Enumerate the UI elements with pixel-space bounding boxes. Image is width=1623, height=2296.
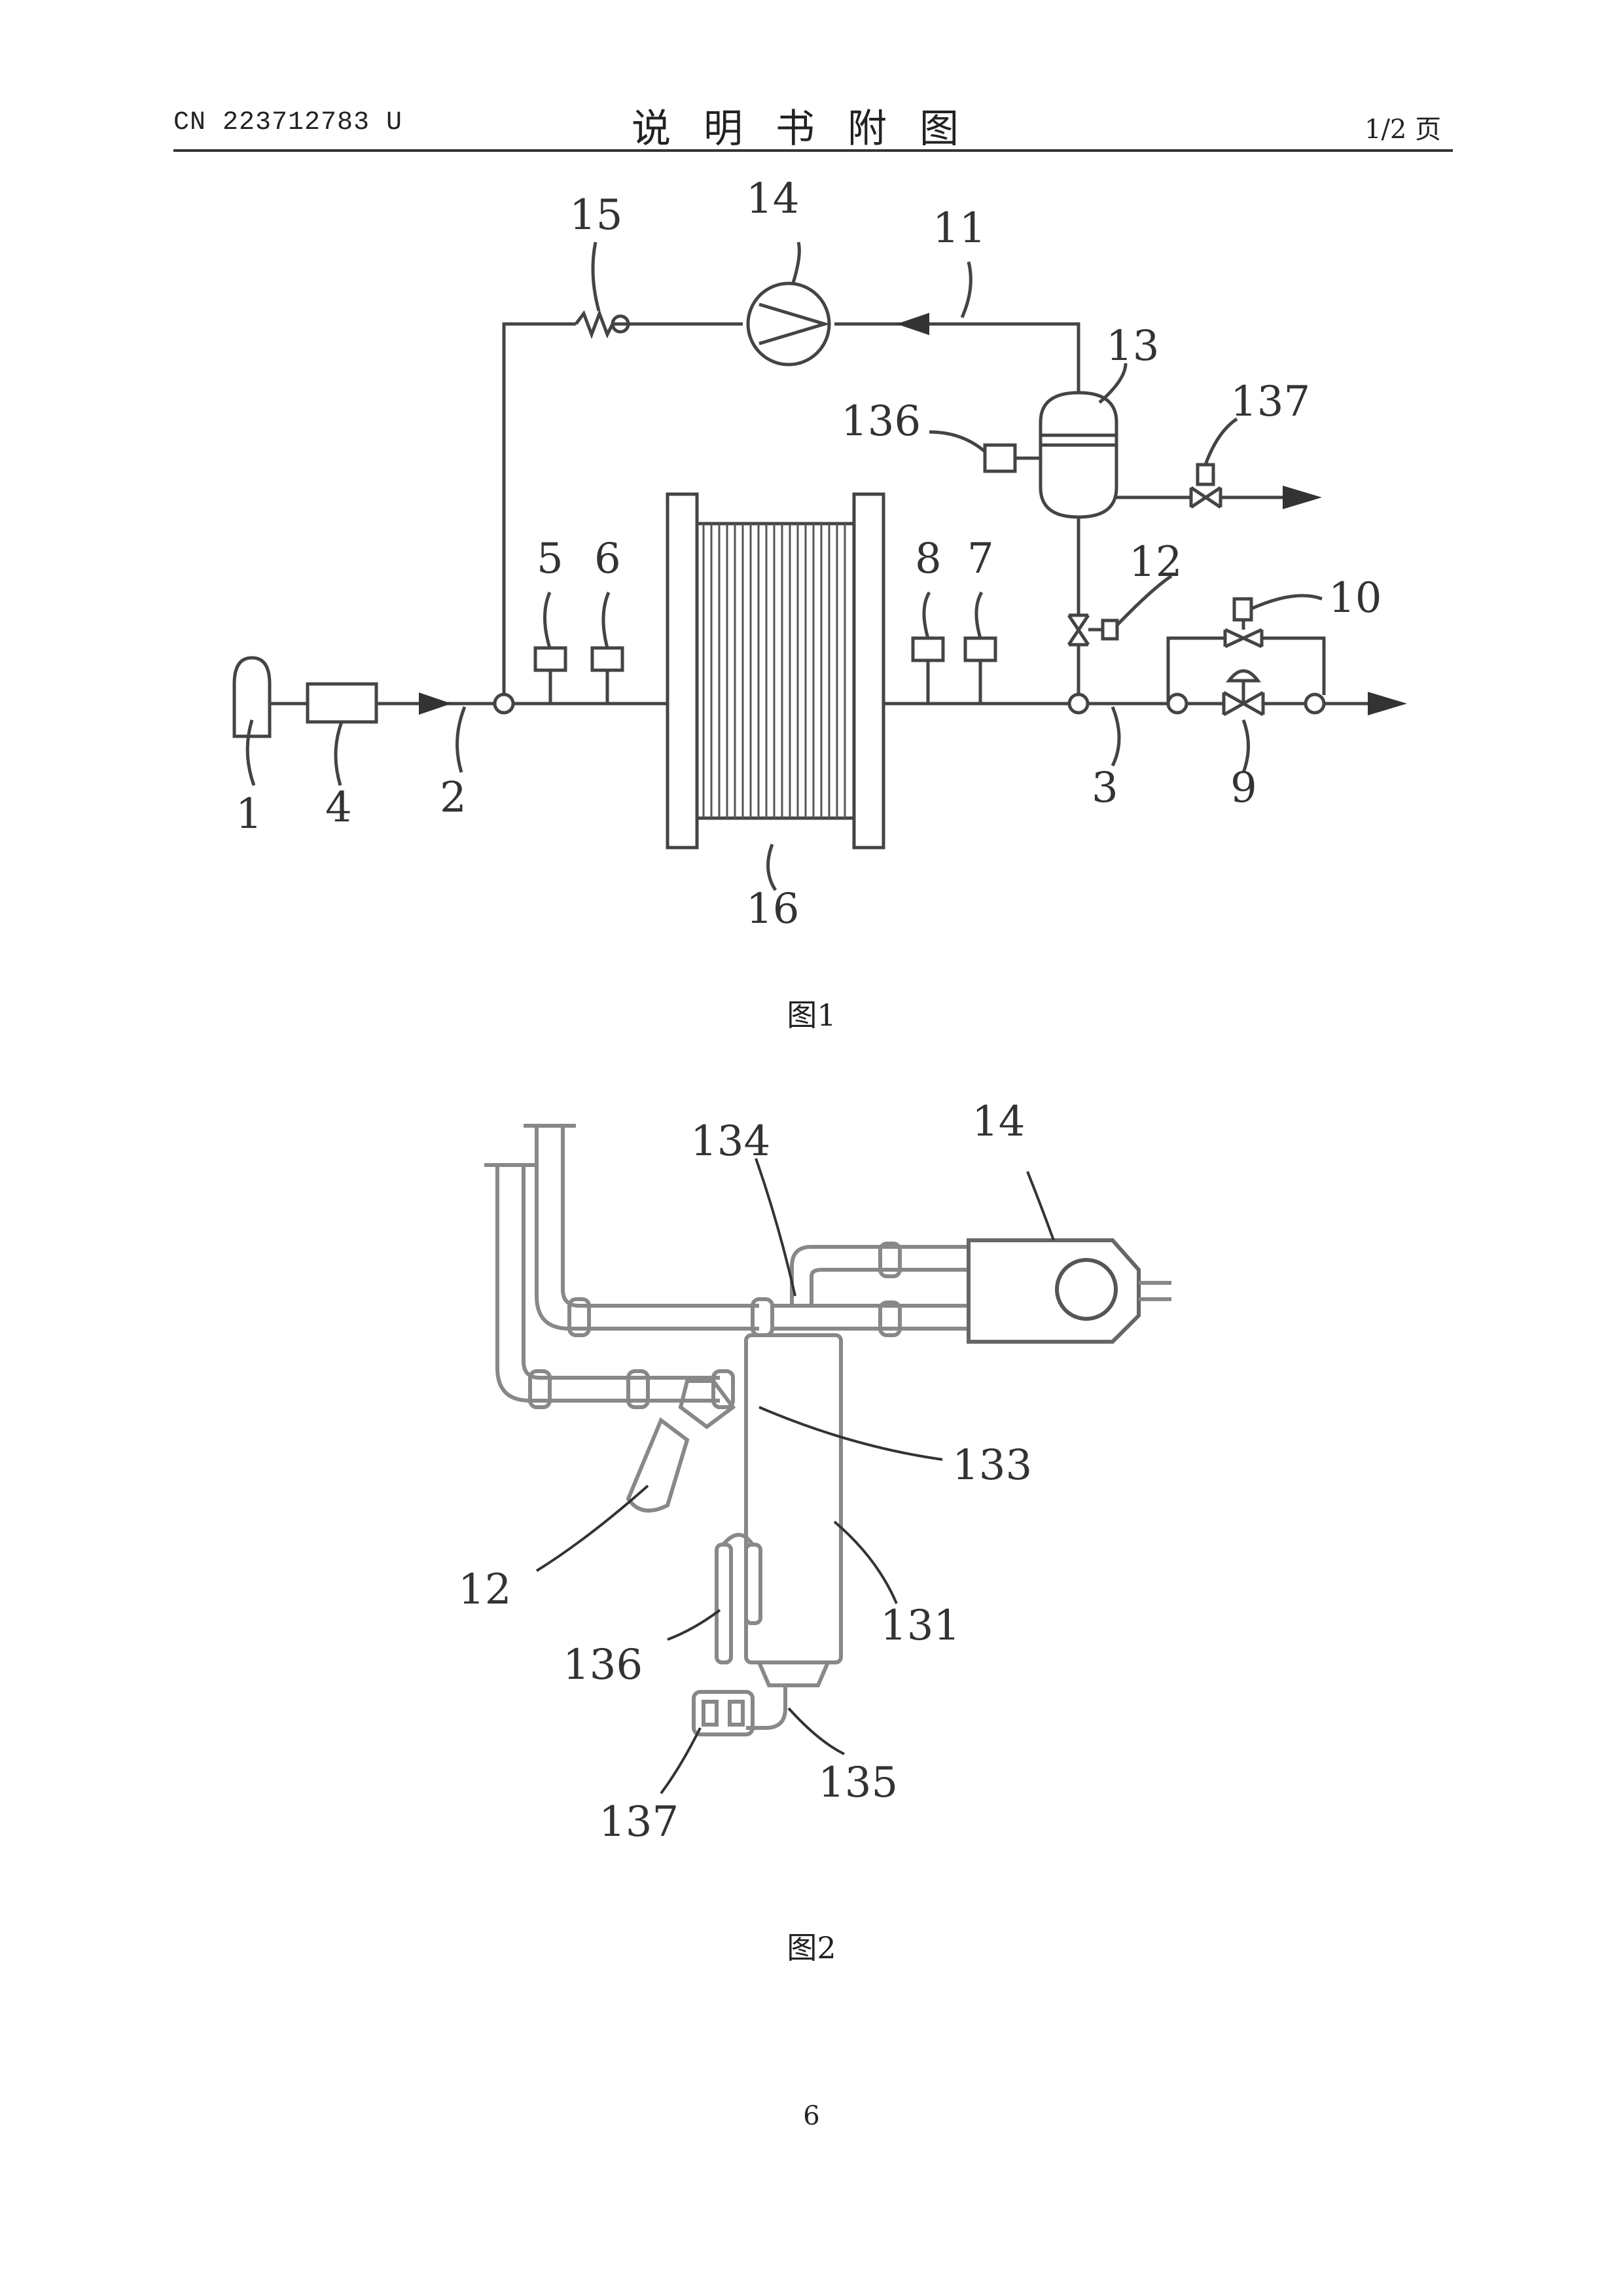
separator-13 bbox=[1041, 393, 1116, 517]
label-7: 7 bbox=[967, 535, 994, 583]
valve-12-body bbox=[628, 1420, 687, 1511]
arrow-recirculation bbox=[897, 313, 929, 335]
junction-outlet bbox=[1069, 694, 1088, 713]
gauge-7 bbox=[965, 638, 995, 704]
label-136-fig1: 136 bbox=[841, 397, 921, 446]
module-left-plate bbox=[668, 494, 697, 848]
label-137-fig2: 137 bbox=[599, 1798, 679, 1846]
arrow-inlet bbox=[419, 692, 452, 715]
lower-pipe bbox=[497, 1165, 720, 1401]
filter-box-4 bbox=[308, 684, 376, 722]
label-2: 2 bbox=[440, 774, 467, 822]
label-9: 9 bbox=[1230, 764, 1257, 812]
label-14-fig1: 14 bbox=[746, 175, 799, 223]
sensor-136 bbox=[985, 445, 1015, 471]
label-8: 8 bbox=[915, 535, 942, 583]
module-right-plate bbox=[854, 494, 883, 848]
label-15: 15 bbox=[569, 191, 622, 240]
label-3: 3 bbox=[1092, 764, 1118, 812]
label-133: 133 bbox=[952, 1441, 1032, 1490]
valve-133 bbox=[681, 1381, 733, 1427]
gauge-6 bbox=[592, 648, 622, 704]
gauge-5 bbox=[535, 648, 565, 704]
pump-14 bbox=[748, 283, 829, 365]
pump-14-body bbox=[969, 1240, 1139, 1342]
figure-2-caption: 图2 bbox=[0, 1924, 1623, 1967]
label-6: 6 bbox=[594, 535, 621, 583]
label-16: 16 bbox=[746, 885, 799, 933]
label-135: 135 bbox=[818, 1759, 898, 1807]
valve-10 bbox=[1225, 630, 1262, 647]
label-10: 10 bbox=[1329, 574, 1382, 622]
figure-1-schematic: 1 4 2 16 3 9 10 12 13 136 137 14 15 11 5… bbox=[0, 0, 1623, 1021]
valve-12 bbox=[1069, 615, 1088, 645]
gauge-8 bbox=[913, 638, 943, 704]
label-1: 1 bbox=[236, 790, 262, 838]
figure-2-drawing: 134 14 133 12 131 136 135 137 bbox=[0, 1080, 1623, 1918]
label-5: 5 bbox=[537, 535, 563, 583]
arrow-separator-outlet bbox=[1283, 486, 1322, 509]
label-11: 11 bbox=[933, 204, 986, 253]
label-13: 13 bbox=[1106, 322, 1159, 370]
label-137-fig1: 137 bbox=[1230, 378, 1310, 426]
label-136-fig2: 136 bbox=[563, 1641, 643, 1689]
label-134: 134 bbox=[690, 1117, 770, 1166]
pipe-136 bbox=[717, 1545, 731, 1662]
label-12-fig2: 12 bbox=[458, 1566, 511, 1614]
label-131: 131 bbox=[880, 1602, 960, 1650]
label-4: 4 bbox=[325, 783, 352, 832]
label-14-fig2: 14 bbox=[972, 1098, 1025, 1146]
figure-1-caption: 图1 bbox=[0, 992, 1623, 1035]
arrow-outlet bbox=[1368, 692, 1407, 715]
page-number: 6 bbox=[0, 2101, 1623, 2131]
label-12: 12 bbox=[1129, 538, 1182, 586]
junction-inlet bbox=[495, 694, 513, 713]
